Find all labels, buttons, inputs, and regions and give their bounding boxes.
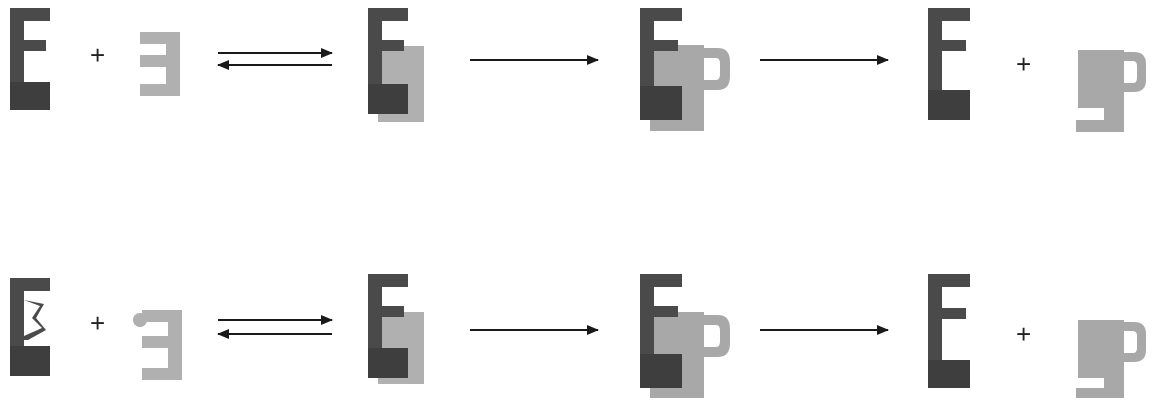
substrate-icon bbox=[133, 310, 182, 380]
substrate-icon bbox=[140, 32, 180, 96]
product-icon bbox=[1076, 50, 1146, 132]
product-icon bbox=[1076, 320, 1146, 398]
plus-sign: + bbox=[90, 40, 105, 70]
enzyme-icon bbox=[10, 8, 50, 110]
enzyme-substrate-complex-icon bbox=[368, 274, 424, 384]
enzyme-icon bbox=[928, 8, 970, 120]
enzyme-product-complex-icon bbox=[640, 274, 730, 398]
enzyme-substrate-complex-icon bbox=[368, 8, 424, 122]
plus-sign: + bbox=[1016, 49, 1031, 79]
plus-sign: + bbox=[1016, 319, 1031, 349]
enzyme-product-complex-icon bbox=[640, 8, 730, 131]
enzyme-icon bbox=[928, 274, 970, 388]
damaged-enzyme-icon bbox=[10, 278, 50, 376]
plus-sign: + bbox=[90, 308, 105, 338]
reaction-row-2: + bbox=[10, 274, 1146, 398]
reaction-row-1: + bbox=[10, 8, 1146, 132]
